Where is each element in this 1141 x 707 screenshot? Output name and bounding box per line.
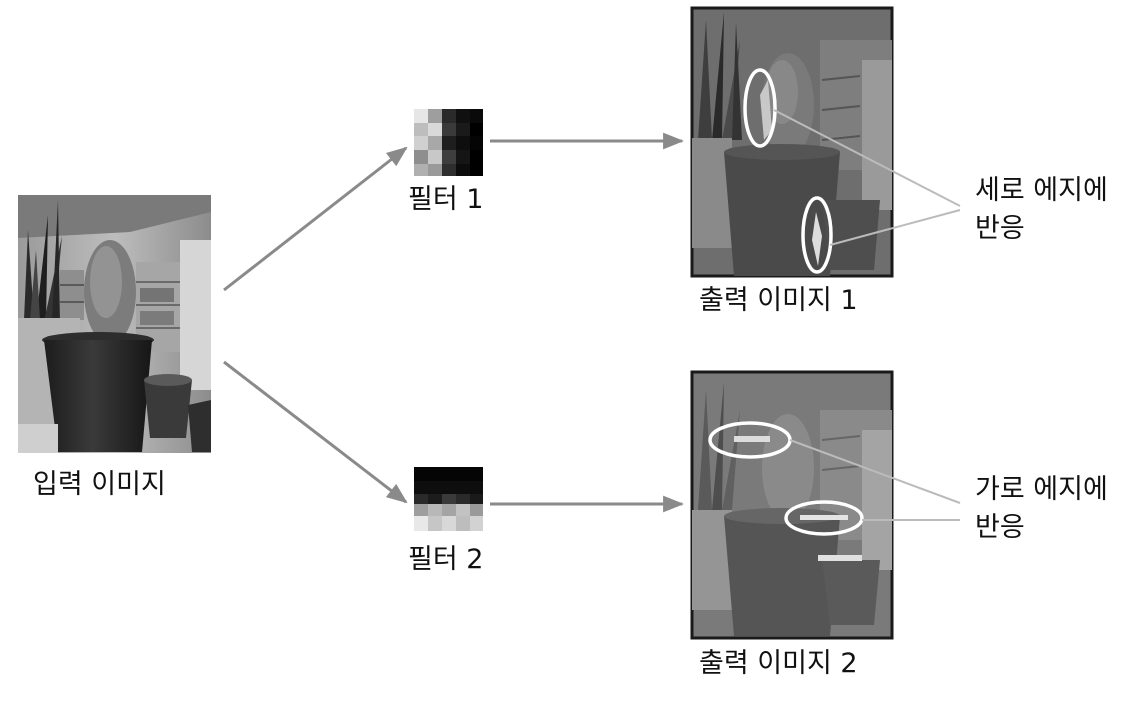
leader-line-horizontal-1: [789, 439, 961, 504]
output-image-1: [690, 6, 894, 278]
filter-1-kernel: [414, 109, 483, 176]
vertical-edge-note-line1: 세로 에지에: [975, 175, 1108, 206]
arrow-input-to-filter-2: [223, 360, 408, 504]
input-image-label: 입력 이미지: [33, 469, 166, 500]
arrow-input-to-filter-1: [223, 146, 408, 292]
leader-line-vertical-1: [773, 109, 961, 207]
output-image-1-label: 출력 이미지 1: [699, 285, 858, 316]
leader-line-vertical-2: [829, 209, 961, 246]
highlight-horizontal-edge-2: [784, 500, 864, 536]
filter-1-label: 필터 1: [408, 184, 484, 215]
horizontal-edge-note-line1: 가로 에지에: [975, 474, 1108, 505]
highlight-vertical-edge-1: [743, 68, 777, 148]
vertical-edge-note-line2: 반응: [975, 213, 1025, 244]
highlight-vertical-edge-2: [801, 196, 833, 274]
filter-2-label: 필터 2: [408, 544, 484, 575]
horizontal-edge-note-line2: 반응: [975, 512, 1025, 543]
input-image: [18, 195, 211, 453]
output-image-2: [690, 370, 894, 640]
filter-2-kernel: [414, 467, 483, 531]
output-image-2-label: 출력 이미지 2: [699, 648, 858, 679]
